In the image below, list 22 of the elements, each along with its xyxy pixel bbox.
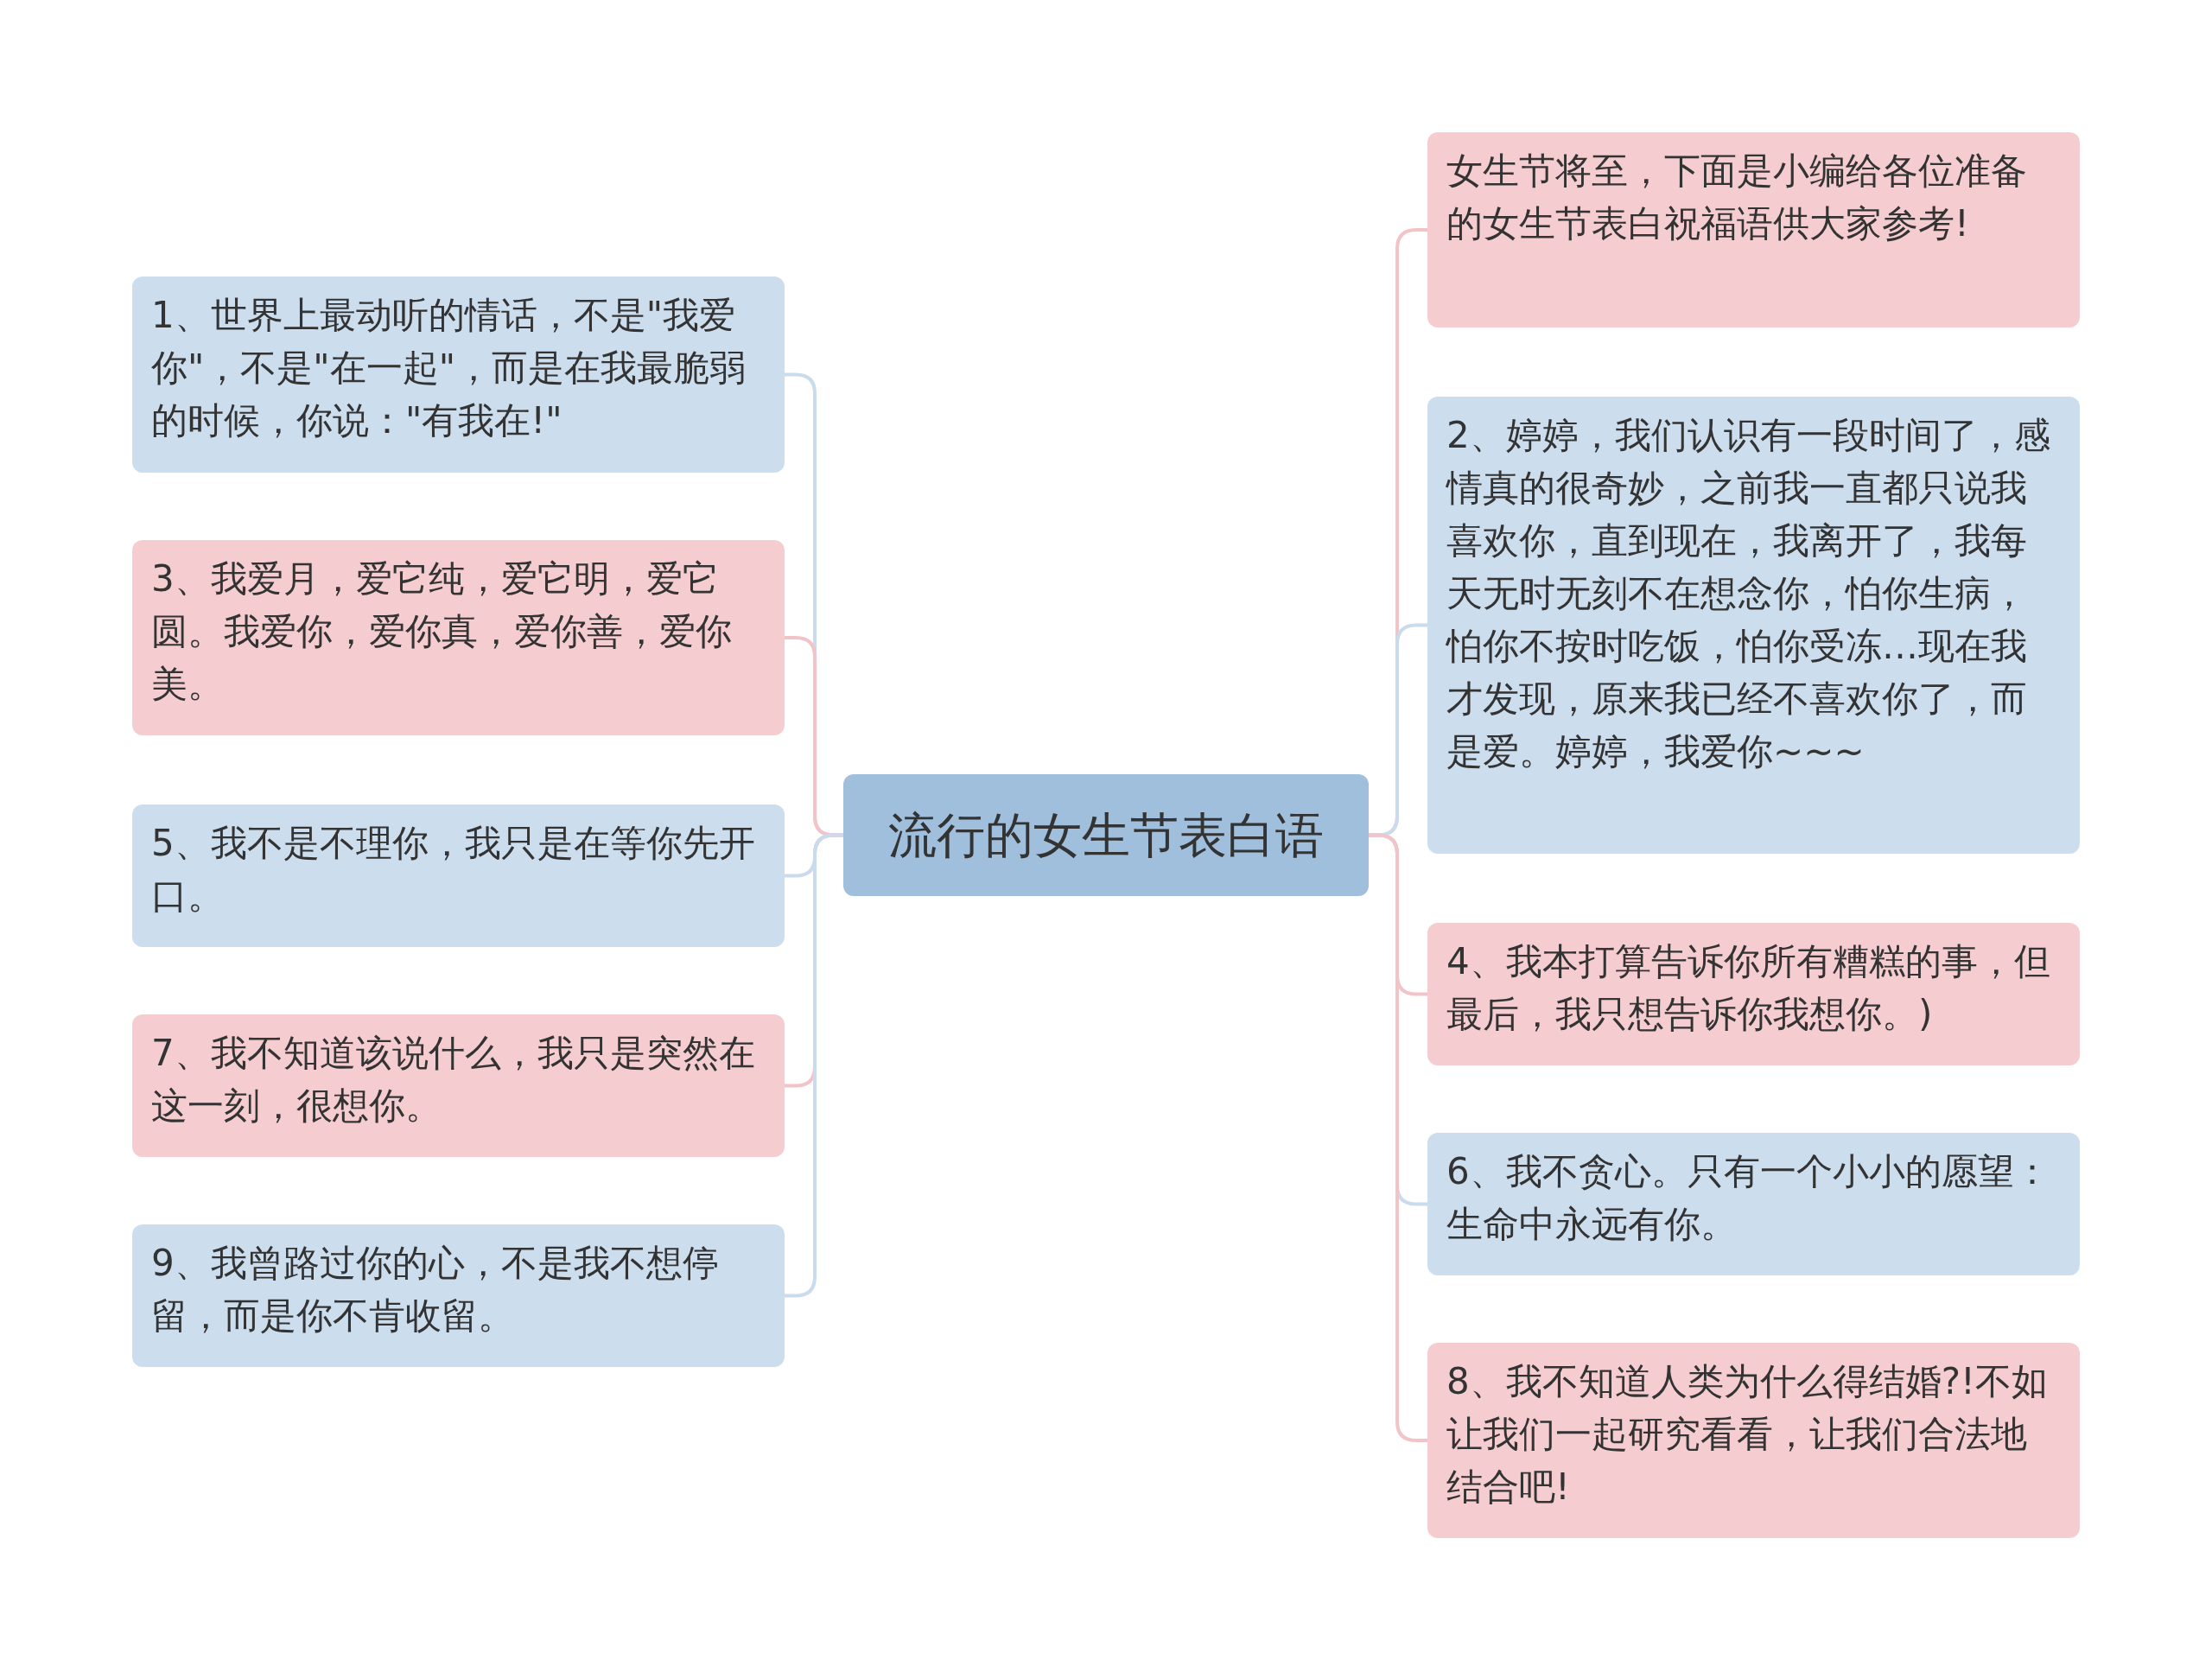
central-topic-box <box>843 774 1369 896</box>
topic-text: 1、世界上最动听的情话，不是"我爱你"，不是"在一起"，而是在我最脆弱的时候，你说："有我在!" <box>151 293 747 443</box>
branch-topic-box <box>1427 132 2080 327</box>
central-topic-text: 流行的女生节表白语 <box>888 805 1324 865</box>
branch-topic-box <box>1427 1133 2080 1275</box>
topic-text: 7、我不知道该说什么，我只是突然在这一刻，很想你。 <box>151 1031 756 1128</box>
branch-topic-box <box>1427 397 2080 854</box>
branch-topic-box <box>132 1224 785 1367</box>
topic-text: 3、我爱月，爱它纯，爱它明，爱它圆。我爱你，爱你真，爱你善，爱你美。 <box>151 556 733 707</box>
topic-text: 6、我不贪心。只有一个小小的愿望：生命中永远有你。 <box>1446 1149 2051 1247</box>
branch-topic-box <box>132 540 785 735</box>
topic-text: 女生节将至，下面是小编给各位准备的女生节表白祝福语供大家参考! <box>1446 149 2028 246</box>
topic-text: 8、我不知道人类为什么得结婚?!不如让我们一起研究看看，让我们合法地结合吧! <box>1446 1359 2049 1510</box>
topic-text: 4、我本打算告诉你所有糟糕的事，但最后，我只想告诉你我想你。) <box>1446 939 2051 1037</box>
branch-topic-box <box>1427 923 2080 1065</box>
branch-topic-box <box>1427 1343 2080 1538</box>
topic-text: 9、我曾路过你的心，不是我不想停留，而是你不肯收留。 <box>151 1241 720 1338</box>
branch-topic-box <box>132 804 785 947</box>
topic-text: 2、婷婷，我们认识有一段时间了，感情真的很奇妙，之前我一直都只说我喜欢你，直到现在，我离开了，我每天无时无刻不在想念你，怕你生病，怕你不按时吃饭，怕你受冻…现在我才发现，原来我已经不喜欢你了，而是爱。婷婷，我爱你~~~ <box>1446 413 2051 774</box>
branch-topic-box <box>132 277 785 473</box>
topic-text: 5、我不是不理你，我只是在等你先开口。 <box>151 821 756 919</box>
branch-topic-box <box>132 1014 785 1157</box>
